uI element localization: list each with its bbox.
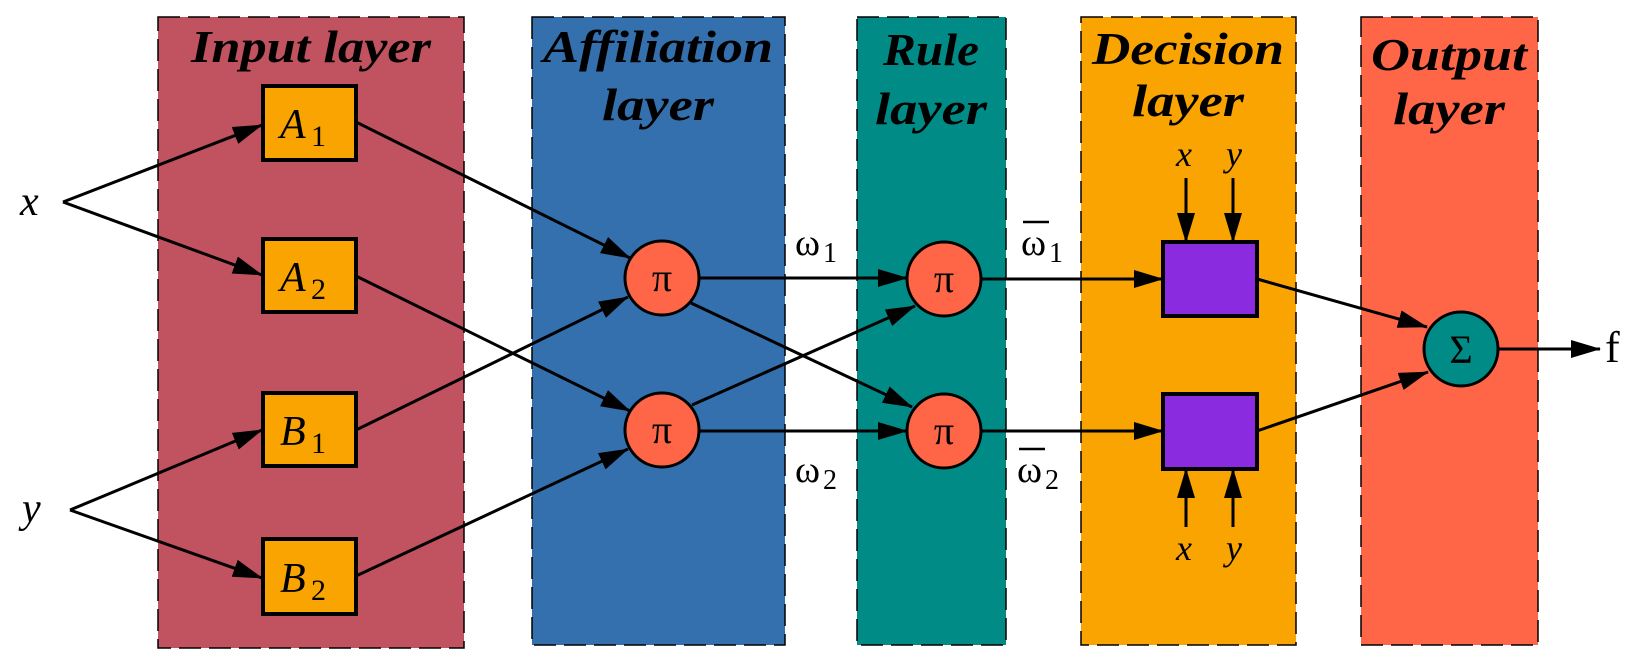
decision-node-1 <box>1161 240 1259 318</box>
weight-label-wbar2: ω 2 <box>1017 447 1059 496</box>
affiliation-product-node-1: π <box>623 239 701 317</box>
svg-text:B: B <box>280 409 306 455</box>
svg-text:1: 1 <box>311 427 326 460</box>
svg-text:2: 2 <box>1045 465 1059 496</box>
rule-product-node-1: π <box>905 240 983 318</box>
svg-text:ω: ω <box>1017 449 1042 491</box>
edge-d2-sum <box>1256 370 1429 433</box>
svg-text:Σ: Σ <box>1449 327 1472 372</box>
affiliation-layer-title-line1: Affiliation <box>539 21 773 72</box>
edge-pi2-n1 <box>691 304 916 407</box>
svg-text:π: π <box>934 256 954 301</box>
decision-layer-title-line1: Decision <box>1091 23 1284 74</box>
svg-text:2: 2 <box>311 273 326 306</box>
affiliation-layer-panel <box>531 16 786 646</box>
svg-text:2: 2 <box>311 574 326 607</box>
svg-text:π: π <box>652 407 672 452</box>
edge-a1-pi1 <box>355 120 631 260</box>
svg-text:π: π <box>934 408 954 453</box>
edge-a2-pi2 <box>355 274 631 413</box>
svg-text:1: 1 <box>1049 238 1063 269</box>
membership-node-b1: B 1 <box>261 391 358 468</box>
edges <box>62 120 1601 580</box>
svg-text:A: A <box>277 102 306 148</box>
sum-node: Σ <box>1422 310 1500 388</box>
membership-node-b2: B 2 <box>261 537 358 616</box>
decision-layer-title-line2: layer <box>1132 75 1245 126</box>
svg-text:π: π <box>652 255 672 300</box>
decision-1-input-y-label: y <box>1223 134 1242 174</box>
svg-text:1: 1 <box>311 120 326 153</box>
svg-text:ω: ω <box>1021 222 1046 264</box>
membership-node-a1: A 1 <box>261 84 358 162</box>
weight-label-wbar1: ω 1 <box>1021 220 1063 269</box>
svg-text:A: A <box>277 255 306 301</box>
edge-d1-sum <box>1256 277 1428 329</box>
output-f-label: f <box>1605 323 1620 372</box>
input-layer-title: Input layer <box>190 21 432 72</box>
decision-1-input-x-label: x <box>1175 134 1192 174</box>
edge-x-a1 <box>62 123 263 204</box>
output-layer-title-line2: layer <box>1393 83 1506 134</box>
svg-text:2: 2 <box>823 465 837 496</box>
edge-y-b1 <box>69 428 263 512</box>
affiliation-product-node-2: π <box>623 391 701 469</box>
affiliation-layer-title-line2: layer <box>602 79 715 130</box>
edge-b1-pi1 <box>355 295 629 432</box>
svg-text:1: 1 <box>823 238 837 269</box>
weight-label-w2: ω 2 <box>795 449 837 496</box>
rule-product-node-2: π <box>905 392 983 470</box>
decision-2-input-x-label: x <box>1175 528 1192 568</box>
edge-b2-pi2 <box>355 447 629 578</box>
rule-layer-title-line1: Rule <box>882 24 979 75</box>
input-y-label: y <box>18 486 41 532</box>
rule-layer-title-line2: layer <box>875 83 988 134</box>
svg-text:ω: ω <box>795 222 820 264</box>
decision-node-2 <box>1161 392 1259 471</box>
input-x-label: x <box>19 179 39 225</box>
decision-2-input-y-label: y <box>1223 528 1242 568</box>
weight-label-w1: ω 1 <box>795 222 837 269</box>
membership-node-a2: A 2 <box>261 237 358 314</box>
edge-y-b2 <box>69 508 263 580</box>
decision-layer-panel <box>1080 16 1297 646</box>
output-layer-title-line1: Output <box>1371 29 1528 80</box>
svg-text:ω: ω <box>795 449 820 491</box>
svg-text:B: B <box>280 556 306 602</box>
edge-x-a2 <box>62 200 263 277</box>
